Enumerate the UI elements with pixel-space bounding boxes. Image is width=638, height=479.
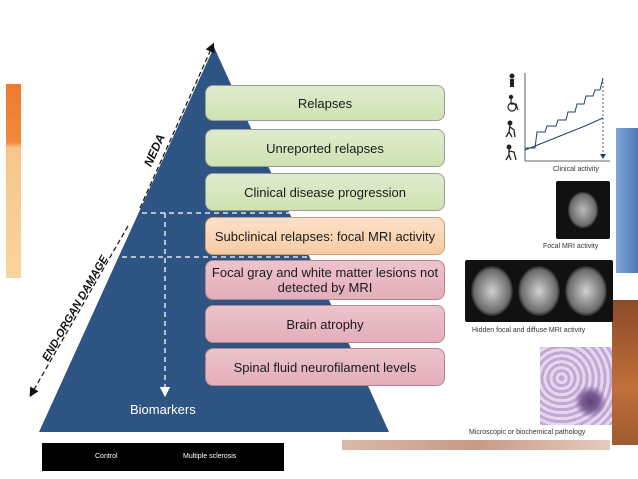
hidden-mri-images (465, 260, 613, 322)
person-cane-icon (505, 120, 516, 138)
clinical-activity-chart (524, 73, 610, 162)
person-walker-icon (505, 144, 517, 161)
caption-clinical-activity: Clinical activity (553, 166, 599, 173)
pathology-histology-image (540, 347, 612, 425)
neda-arrow (139, 42, 215, 209)
level-brain-atrophy: Brain atrophy (205, 305, 445, 343)
level-relapses: Relapses (205, 85, 445, 121)
clinical-trend-line (524, 117, 604, 151)
background-photo-strip-right-top (616, 128, 638, 273)
focal-mri-image (556, 181, 610, 239)
biomarkers-label: Biomarkers (130, 402, 196, 417)
end-organ-damage-arrow (29, 225, 129, 398)
level-focal-lesions-not-detected: Focal gray and white matter lesions not … (205, 260, 445, 300)
level-unreported-relapses: Unreported relapses (205, 129, 445, 167)
caption-hidden-mri: Hidden focal and diffuse MRI activity (472, 327, 586, 334)
caption-focal-mri: Focal MRI activity (543, 243, 599, 250)
legend-multiple-sclerosis: Multiple sclerosis (183, 453, 237, 460)
legend-control: Control (95, 453, 118, 460)
wheelchair-icon (507, 94, 519, 112)
level-subclinical-relapses: Subclinical relapses: focal MRI activity (205, 217, 445, 255)
legend-bar (42, 443, 284, 471)
background-photo-strip-bottom (342, 440, 610, 450)
caption-pathology: Microscopic or biochemical pathology (469, 429, 586, 436)
clinical-step-line (525, 77, 604, 149)
person-standing-icon (509, 73, 515, 87)
background-photo-strip-right-bottom (612, 300, 638, 445)
background-photo-strip-left (6, 84, 21, 278)
level-spinal-fluid-neurofilament: Spinal fluid neurofilament levels (205, 348, 445, 386)
level-clinical-disease-progression: Clinical disease progression (205, 173, 445, 211)
